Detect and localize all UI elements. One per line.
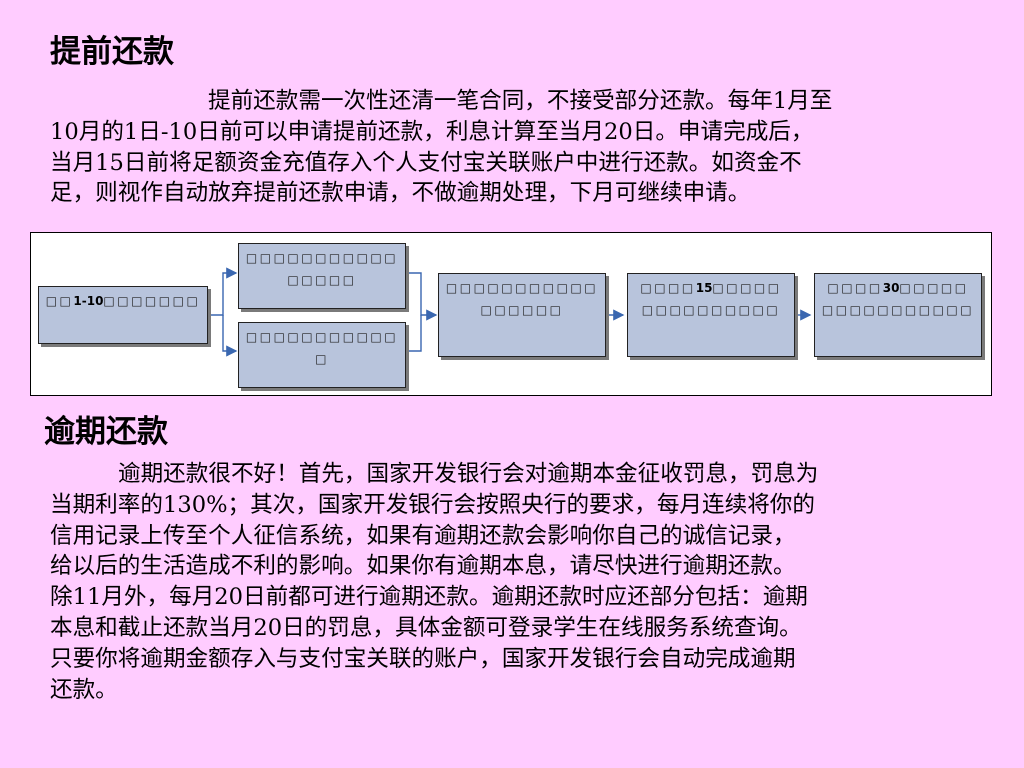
paragraph-line: 给以后的生活造成不利的影响。如果你有逾期本息，请尽快进行逾期还款。 — [50, 553, 796, 580]
flowchart-connectors — [209, 267, 812, 357]
section-title-overdue: 逾期还款 — [44, 414, 168, 450]
connector-arrow — [222, 315, 238, 357]
paragraph-line: 信用记录上传至个人征信系统，如果有逾期还款会影响你自己的诚信记录， — [50, 522, 796, 549]
paragraph-line: 除11月外，每月20日前都可进行逾期还款。逾期还款时应还部分包括：逾期 — [50, 584, 808, 611]
paragraph-line: 当月15日前将足额资金充值存入个人支付宝关联账户中进行还款。如资金不 — [50, 149, 802, 176]
prepayment-paragraph: 提前还款需一次性还清一笔合同，不接受部分还款。每年1月至 10月的1日-10日前… — [50, 86, 995, 209]
flow-node-apply-period: □□1-10□□□□□□□ — [38, 286, 208, 344]
connector-arrow — [406, 272, 438, 321]
paragraph-line: 还款。 — [50, 676, 118, 703]
section-title-prepayment: 提前还款 — [50, 34, 174, 70]
overdue-paragraph: 逾期还款很不好！首先，国家开发银行会对逾期本金征收罚息，罚息为 当期利率的130… — [50, 459, 995, 705]
paragraph-line: 足，则视作自动放弃提前还款申请，不做逾期处理，下月可继续申请。 — [50, 180, 751, 207]
connector-arrow — [209, 267, 238, 316]
flow-node-branch-bottom: □□□□□□□□□□□□ — [238, 322, 406, 388]
flow-node-branch-top: □□□□□□□□□□□□□□□□ — [238, 243, 406, 309]
paragraph-line: 当期利率的130%；其次，国家开发银行会按照央行的要求，每月连续将你的 — [50, 491, 815, 518]
paragraph-line: 逾期还款很不好！首先，国家开发银行会对逾期本金征收罚息，罚息为 — [118, 461, 819, 487]
flow-node-step-4: □□□□15□□□□□□□□□□□□□□□ — [627, 273, 795, 357]
paragraph-line: 10月的1日-10日前可以申请提前还款，利息计算至当月20日。申请完成后， — [50, 118, 814, 145]
connector-arrow — [406, 315, 422, 352]
paragraph-line: 本息和截止还款当月20日的罚息，具体金额可登录学生在线服务系统查询。 — [50, 614, 802, 641]
prepayment-flowchart: □□1-10□□□□□□□ □□□□□□□□□□□□□□□□ □□□□□□□□□… — [30, 232, 992, 396]
flow-node-step-5: □□□□30□□□□□□□□□□□□□□□□ — [814, 273, 982, 357]
flow-node-step-3: □□□□□□□□□□□□□□□□□ — [438, 273, 606, 357]
paragraph-line: 只要你将逾期金额存入与支付宝关联的账户，国家开发银行会自动完成逾期 — [50, 645, 796, 672]
paragraph-line: 提前还款需一次性还清一笔合同，不接受部分还款。每年1月至 — [208, 88, 833, 114]
